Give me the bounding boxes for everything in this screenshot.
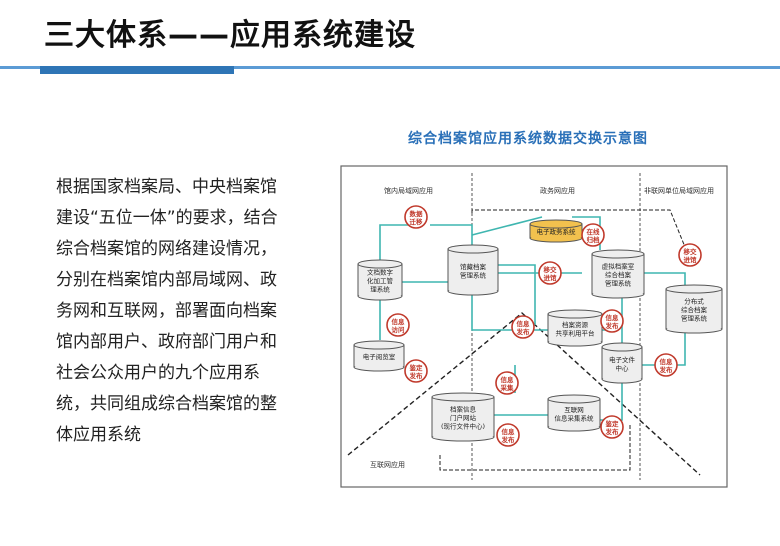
body-paragraph: 根据国家档案局、中央档案馆建设“五位一体”的要求，结合综合档案馆的网络建设情况，…	[56, 177, 278, 445]
zone-label-gov: 政务网应用	[540, 186, 575, 195]
node-label: 化加工管	[367, 276, 394, 285]
system-nodes: 文档数字化加工管理系统馆藏档案管理系统电子阅览室电子政务系统虚拟档案室综合档案管…	[353, 219, 723, 442]
zone-label-internet: 互联网应用	[370, 460, 405, 469]
badge-label: 鉴定	[409, 363, 424, 372]
node-label: 馆藏档案	[460, 262, 487, 271]
node-label: 信息采集系统	[555, 413, 595, 422]
badge-label: 信息	[392, 317, 406, 326]
badge-label: 访问	[392, 325, 406, 334]
dashed-link-lines	[439, 209, 686, 471]
node-label: 文档数字	[367, 268, 394, 277]
flow-badges: 数据迁移在线归档移交进馆移交进馆信息访问信息发布信息发布信息发布信息采集鉴定发布…	[386, 205, 702, 447]
badge-label: 迁移	[410, 217, 424, 226]
badge-label: 发布	[605, 321, 620, 330]
badge-label: 鉴定	[605, 419, 620, 428]
node-label: 中心	[616, 363, 630, 372]
badge-label: 在线	[587, 227, 601, 236]
node-label: 电子阅览室	[363, 352, 396, 361]
title-rule-accent	[40, 66, 234, 74]
badge-label: 信息	[517, 319, 531, 328]
node-label: 虚拟档案室	[602, 262, 635, 271]
badge-label: 进馆	[544, 273, 558, 282]
node-reading: 电子阅览室	[353, 340, 405, 372]
badge-label: 发布	[605, 427, 620, 436]
node-label: 互联网	[564, 405, 584, 414]
node-egov: 电子政务系统	[529, 219, 583, 243]
node-label: 理系统	[370, 285, 390, 294]
badge-label: 发布	[659, 365, 674, 374]
zone-label-nonconnect: 非联网单位局域网应用	[644, 186, 714, 195]
slide-title: 三大体系——应用系统建设	[44, 18, 416, 53]
node-label: 门户网站	[450, 413, 477, 422]
badge-label: 信息	[606, 313, 620, 322]
internet-zone-boundary	[347, 312, 701, 476]
node-label: 综合档案	[605, 270, 632, 279]
data-exchange-diagram: 馆内局域网应用 政务网应用 非联网单位局域网应用 互联网应用 文档数字化加工管理…	[340, 165, 728, 488]
node-label: 共享利用平台	[556, 328, 595, 337]
badge-label: 发布	[516, 327, 531, 336]
badge-label: 发布	[409, 371, 424, 380]
node-label: 管理系统	[605, 279, 632, 288]
node-label: 综合档案	[681, 305, 708, 314]
diagram-title: 综合档案馆应用系统数据交换示意图	[408, 131, 648, 147]
node-label: 电子政务系统	[537, 227, 577, 236]
badge-label: 移交	[684, 247, 698, 256]
badge-label: 移交	[544, 265, 558, 274]
node-label: 电子文件	[609, 355, 636, 364]
title-rule	[0, 66, 780, 69]
node-label: 管理系统	[681, 314, 708, 323]
badge-label: 归档	[587, 235, 601, 244]
badge-label: 数据	[410, 209, 424, 218]
badge-label: 进馆	[684, 255, 698, 264]
node-label: 档案资源	[562, 320, 589, 329]
badge-info-collect: 信息采集	[495, 371, 519, 395]
badge-label: 发布	[501, 435, 516, 444]
zone-label-internal: 馆内局域网应用	[384, 186, 433, 195]
badge-label: 采集	[501, 383, 515, 392]
node-label: 管理系统	[460, 270, 487, 279]
badge-label: 信息	[502, 427, 516, 436]
node-label: 分布式	[684, 297, 704, 306]
badge-label: 信息	[501, 375, 515, 384]
node-label: 档案信息	[450, 405, 477, 414]
node-label: (现行文件中心)	[441, 422, 485, 431]
badge-label: 信息	[660, 357, 674, 366]
